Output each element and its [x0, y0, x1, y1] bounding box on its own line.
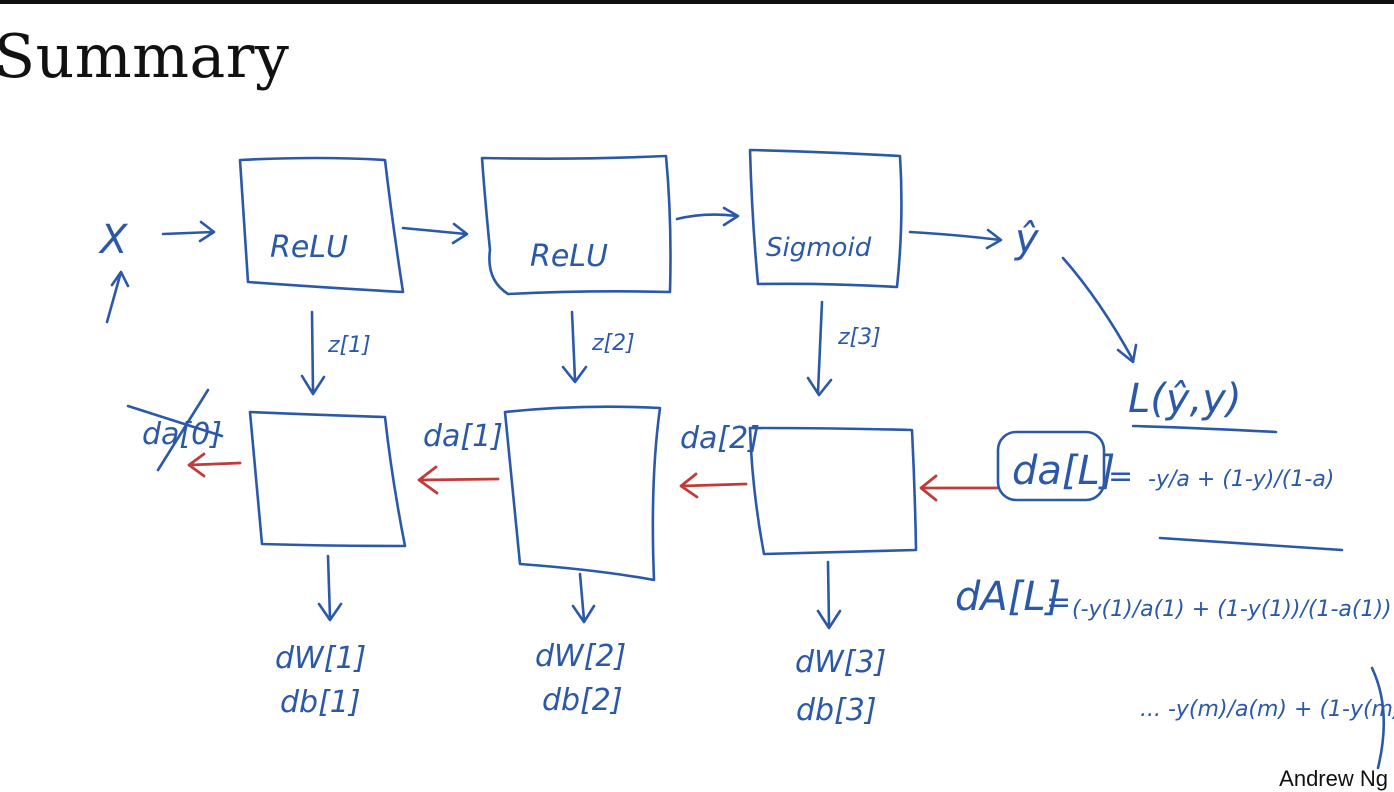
backward-unit-2: [503, 405, 662, 582]
forward-unit-1: [238, 156, 405, 294]
daL-equals: =: [1108, 459, 1133, 494]
input-up-arrow: [105, 270, 130, 324]
db2-label: db[2]: [542, 683, 623, 718]
arrow-unit1-to-unit2: [401, 222, 469, 245]
dA-line-1: (-y(1)/a(1) + (1-y(1))/(1-a(1)) ...: [1072, 597, 1394, 622]
arrow-x-to-unit1: [161, 220, 216, 243]
output-label: ŷ: [1014, 216, 1040, 262]
dw3-label: dW[3]: [795, 645, 886, 680]
db1-label: db[1]: [280, 685, 361, 720]
cache-arrow-3: [806, 300, 833, 397]
dA-equals: =: [1046, 585, 1071, 620]
slide-title: Summary: [0, 22, 290, 92]
cache-label-2: z[2]: [591, 331, 635, 356]
dw1-label: dW[1]: [275, 641, 366, 676]
backprop-arrow-3-to-2: [679, 472, 748, 499]
daL-label: da[L]: [1012, 448, 1115, 494]
forward-unit-2: [480, 154, 672, 296]
dw2-label: dW[2]: [535, 639, 626, 674]
loss-underline: [1131, 424, 1278, 434]
cache-arrow-1: [300, 310, 326, 396]
backward-unit-3: [748, 426, 918, 556]
da1-label: da[1]: [423, 419, 503, 454]
daL-underline: [1158, 536, 1344, 552]
forward-unit-3: [748, 148, 903, 289]
arrow-unit3-to-output: [908, 228, 1003, 250]
daL-box: [996, 430, 1106, 502]
input-label: X: [98, 217, 129, 263]
backprop-arrow-1-to-0: [187, 452, 242, 478]
top-rule: [0, 0, 1394, 4]
cache-arrow-2: [561, 310, 588, 384]
arrow-output-to-loss: [1061, 256, 1138, 364]
arrow-unit2-to-unit3: [675, 206, 740, 227]
forward-unit-2-label: ReLU: [530, 239, 608, 274]
loss-label: L(ŷ,y): [1128, 376, 1242, 422]
grad-arrow-2: [571, 572, 596, 624]
da2-label: da[2]: [680, 421, 760, 456]
backprop-arrow-2-to-1: [417, 465, 500, 495]
daL-formula: -y/a + (1-y)/(1-a): [1148, 467, 1334, 492]
da0-crossout: [126, 388, 224, 472]
dA-lhs: dA[L]: [955, 574, 1061, 620]
dA-closing-paren: [1370, 666, 1386, 770]
dA-line-2: ... -y(m)/a(m) + (1-y(m))/(1-a(m))): [1140, 697, 1394, 722]
grad-arrow-1: [317, 554, 343, 622]
cache-label-3: z[3]: [837, 325, 881, 350]
db3-label: db[3]: [796, 693, 877, 728]
author-credit: Andrew Ng: [1279, 766, 1388, 791]
grad-arrow-3: [816, 560, 842, 630]
forward-unit-1-label: ReLU: [270, 230, 348, 265]
forward-unit-3-label: Sigmoid: [766, 233, 872, 263]
backward-unit-1: [248, 410, 407, 548]
cache-label-1: z[1]: [327, 333, 371, 358]
backprop-arrow-L-to-3: [919, 474, 999, 502]
